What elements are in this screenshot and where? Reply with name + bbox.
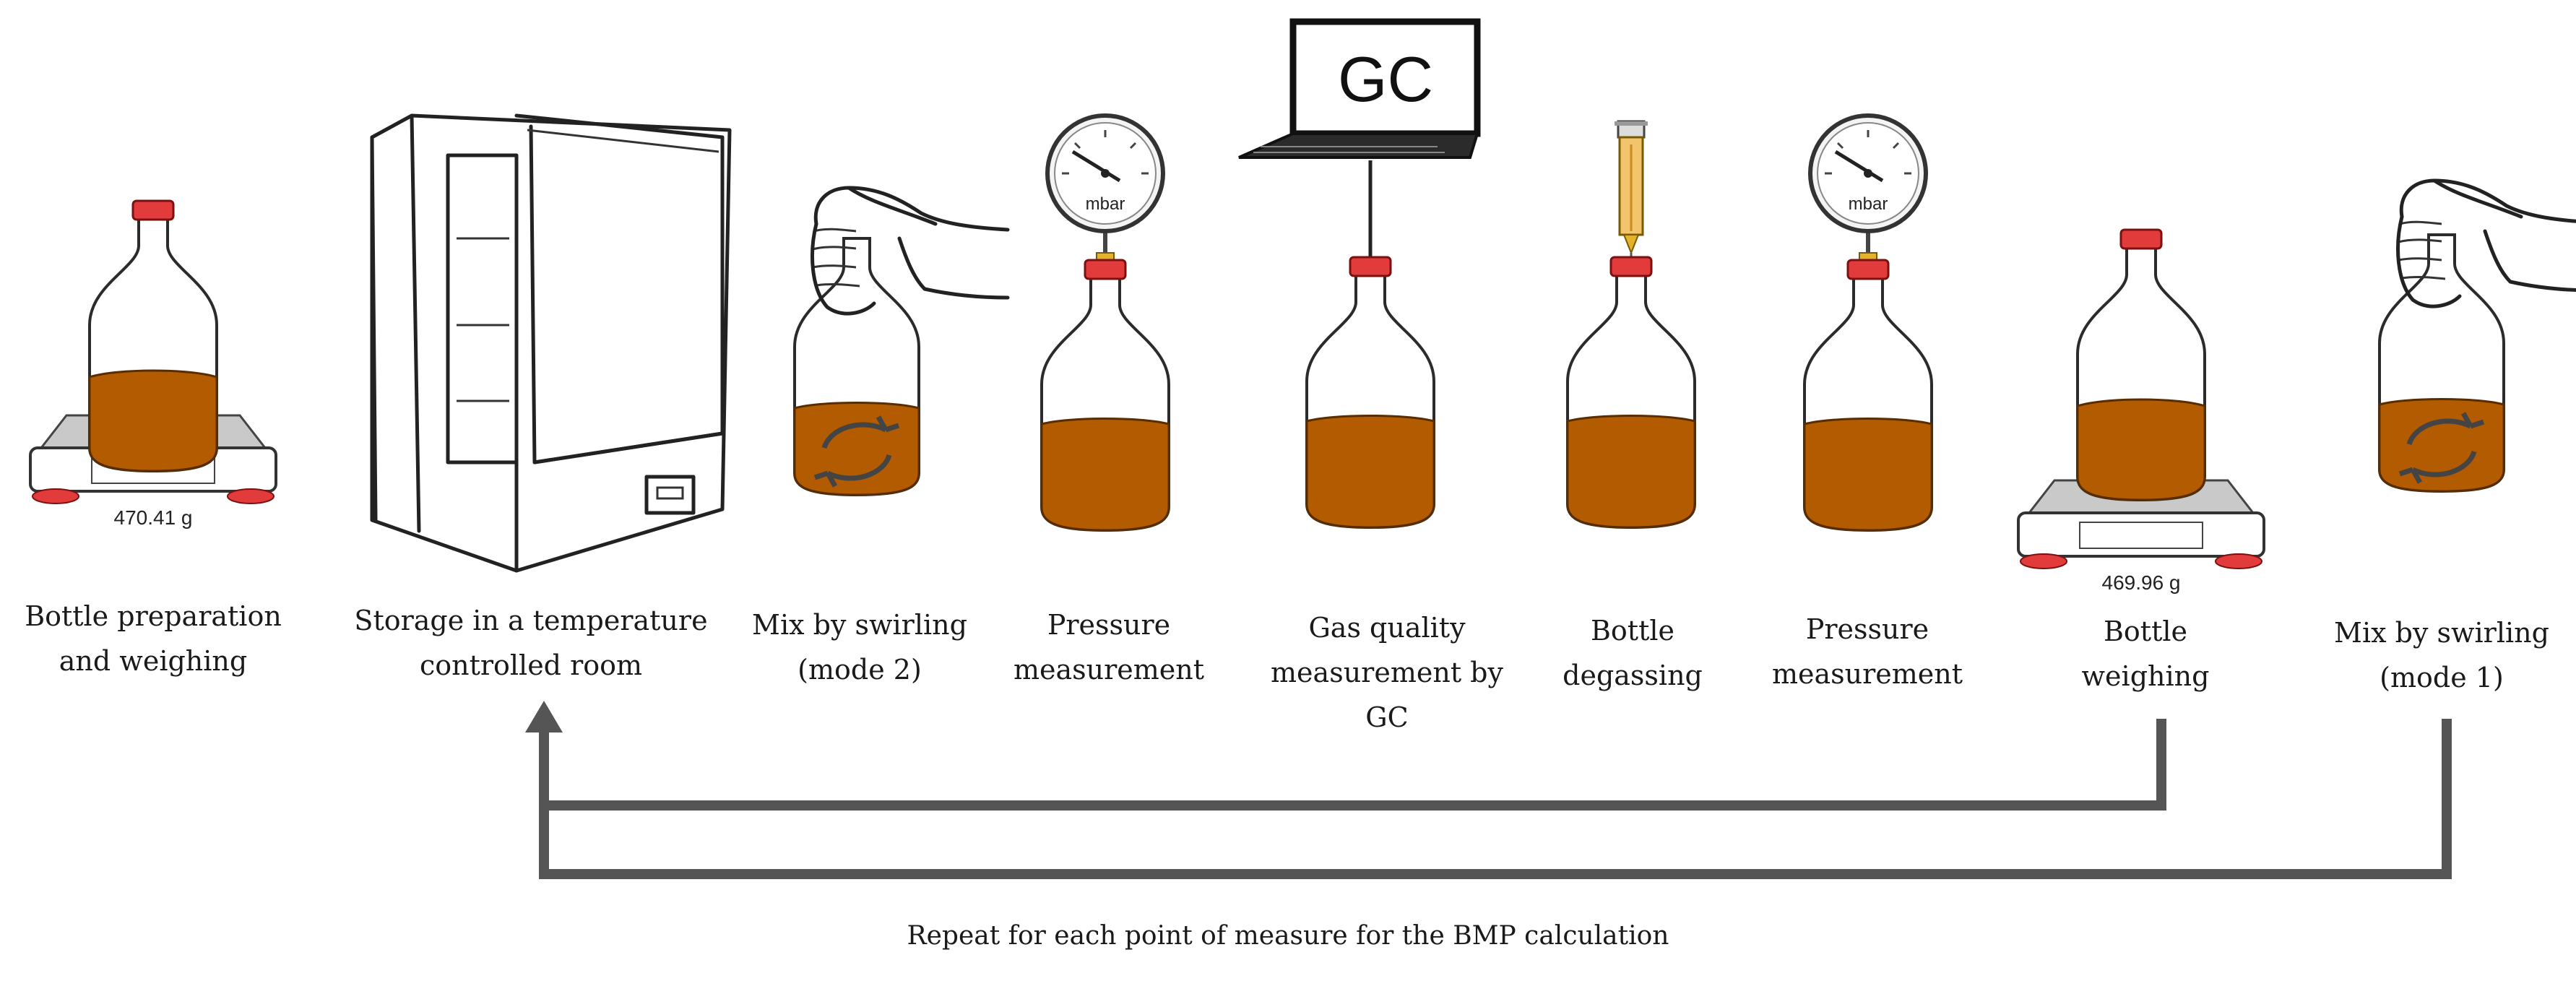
step-8-bottle-on-scale: 469.96 g — [2017, 228, 2265, 594]
scale-reading: 470.41 g — [114, 506, 193, 529]
step-label-bottle-weighing: Bottle weighing — [2081, 615, 2210, 692]
step-label-bottle-preparation: Bottle preparation and weighing — [25, 600, 282, 677]
step-2-incubator — [370, 113, 732, 573]
scale-reading: 469.96 g — [2102, 571, 2181, 594]
step-4-pressure-gauge: mbar — [1040, 116, 1170, 532]
step-label-storage: Storage in a temperature controlled room — [354, 605, 708, 681]
step-9-mix-mode-1 — [2378, 181, 2576, 493]
loop-arrowhead — [525, 701, 563, 732]
step-label-mix-mode-2: Mix by swirling (mode 2) — [752, 609, 967, 686]
gauge-unit-label: mbar — [1086, 194, 1125, 214]
loop-caption: Repeat for each point of measure for the… — [907, 921, 1669, 951]
step-6-degassing-syringe — [1566, 120, 1696, 530]
loop-arrow-from-mix-mode-1 — [539, 719, 2452, 879]
step-1-bottle-on-scale: 470.41 g — [29, 199, 277, 529]
loop-arrow-from-weighing — [544, 719, 2166, 811]
step-label-gas-quality: Gas quality measurement by GC — [1271, 612, 1503, 733]
step-label-bottle-degassing: Bottle degassing — [1563, 615, 1703, 691]
step-label-pressure-measurement: Pressure measurement — [1013, 609, 1205, 686]
gauge-unit-label: mbar — [1849, 194, 1888, 214]
laptop-screen-text: GC — [1338, 43, 1433, 115]
step-label-mix-mode-1: Mix by swirling (mode 1) — [2334, 617, 2549, 693]
step-3-mix-mode-2 — [793, 188, 1008, 497]
loop-arrows — [525, 701, 2452, 879]
step-5-gc-laptop: GC — [1238, 18, 1481, 530]
step-7-pressure-gauge: mbar — [1803, 116, 1933, 532]
step-label-pressure-measurement-2: Pressure measurement — [1771, 613, 1963, 690]
